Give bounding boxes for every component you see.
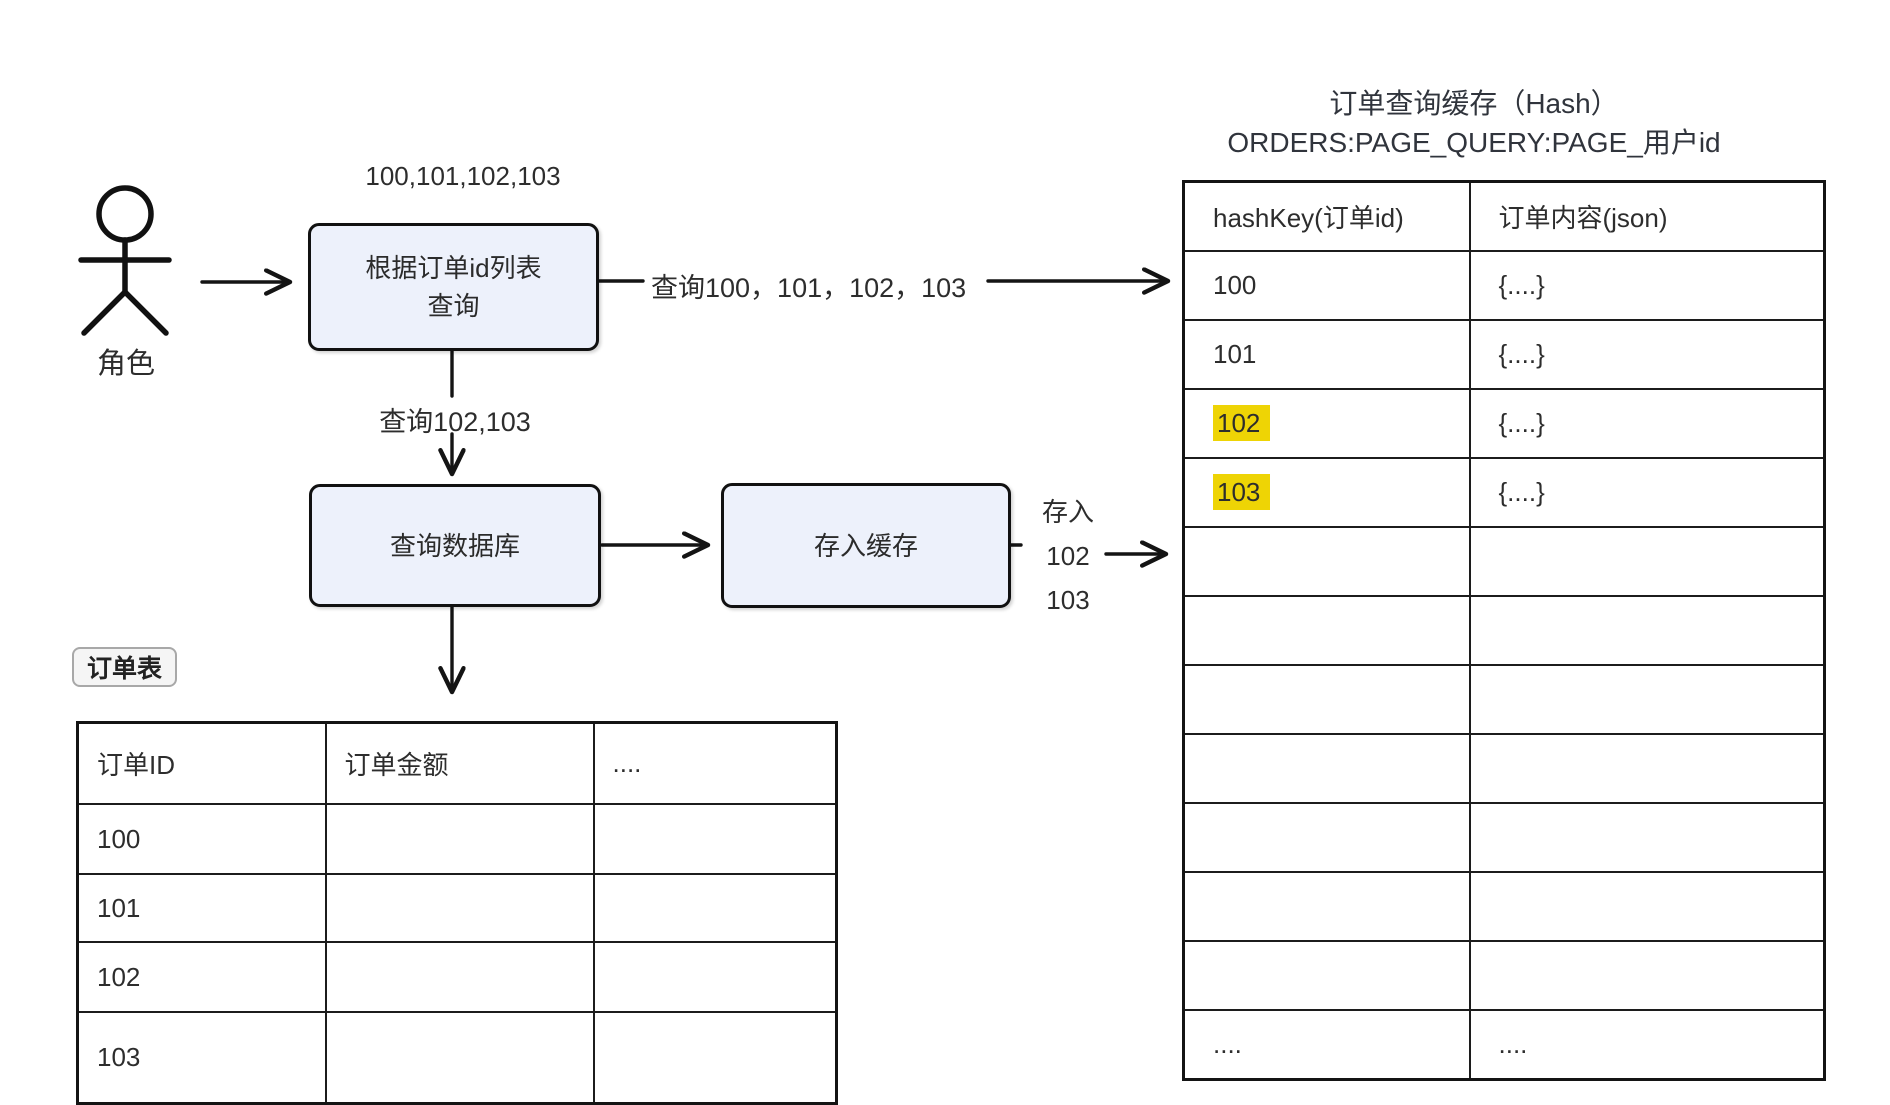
store-cache-box-label: 存入缓存 (813, 530, 918, 561)
query-database-box[interactable]: 查询数据库 (309, 484, 601, 607)
query-all-label: 查询100，101，102，103 (651, 273, 967, 303)
cache-value-cell (1468, 802, 1826, 873)
cache-table-row (1182, 595, 1826, 666)
actor-label: 角色 (96, 348, 155, 380)
highlighted-key: 103 (1213, 474, 1271, 510)
cache-table-row: 103 {....} (1182, 457, 1826, 528)
cache-key-cell (1182, 940, 1471, 1011)
cache-table-row (1182, 664, 1826, 735)
store-label-line3: 103 (1046, 585, 1090, 615)
cache-key-cell: .... (1182, 1009, 1471, 1081)
query-by-id-list-box-line2: 查询 (427, 291, 480, 321)
orders-header-amount: 订单金额 (324, 721, 595, 805)
orders-table-row: 101 (76, 873, 838, 943)
cache-header-value: 订单内容(json) (1468, 180, 1826, 252)
cache-table-row (1182, 802, 1826, 873)
cache-key-cell (1182, 595, 1471, 666)
orders-table-badge-label: 订单表 (87, 655, 163, 683)
ids-list-label: 100,101,102,103 (365, 161, 561, 191)
cache-value-cell (1468, 526, 1826, 597)
cache-value-cell (1468, 664, 1826, 735)
orders-amount-cell (324, 873, 595, 943)
orders-amount-cell (324, 941, 595, 1013)
highlighted-key: 102 (1213, 405, 1271, 441)
orders-table-row: 102 (76, 941, 838, 1013)
cache-table-row (1182, 871, 1826, 942)
cache-value-cell: .... (1468, 1009, 1826, 1081)
query-partial-label: 查询102,103 (379, 407, 531, 437)
cache-key-cell (1182, 526, 1471, 597)
cache-value-cell (1468, 595, 1826, 666)
cache-value-cell: {....} (1468, 319, 1826, 390)
cache-key-cell: 100 (1182, 250, 1471, 321)
cache-table: hashKey(订单id) 订单内容(json) 100{....}101{..… (1182, 180, 1826, 1081)
actor-icon (78, 185, 172, 336)
orders-table-badge: 订单表 (72, 647, 178, 687)
cache-table-body: 100{....}101{....}102{....}103{....}....… (1182, 250, 1826, 1081)
store-into-cache-label: 存入 102 103 (1013, 490, 1123, 622)
cache-key-cell (1182, 664, 1471, 735)
orders-id-cell: 102 (76, 941, 327, 1013)
cache-key-cell (1182, 733, 1471, 804)
store-cache-box[interactable]: 存入缓存 (721, 483, 1011, 608)
query-database-box-label: 查询数据库 (389, 530, 520, 561)
cache-table-row (1182, 733, 1826, 804)
orders-id-cell: 103 (76, 1011, 327, 1105)
store-label-line1: 存入 (1041, 497, 1094, 527)
cache-value-cell (1468, 871, 1826, 942)
cache-value-cell (1468, 733, 1826, 804)
orders-more-cell (592, 941, 838, 1013)
cache-key-cell: 101 (1182, 319, 1471, 390)
store-label-line2: 102 (1046, 541, 1090, 571)
orders-more-cell (592, 873, 838, 943)
cache-title-line2: ORDERS:PAGE_QUERY:PAGE_用户id (1227, 127, 1721, 158)
cache-table-row (1182, 526, 1826, 597)
cache-key-cell: 103 (1182, 457, 1471, 528)
cache-title-line1: 订单查询缓存（Hash） (1329, 88, 1619, 119)
cache-value-cell: {....} (1468, 388, 1826, 459)
cache-table-row: ........ (1182, 1009, 1826, 1081)
cache-key-cell (1182, 802, 1471, 873)
orders-header-id: 订单ID (76, 721, 327, 805)
orders-more-cell (592, 803, 838, 875)
orders-header-more: .... (592, 721, 838, 805)
cache-header-row: hashKey(订单id) 订单内容(json) (1182, 180, 1826, 252)
orders-table-row: 100 (76, 803, 838, 875)
cache-table-row: 101{....} (1182, 319, 1826, 390)
orders-amount-cell (324, 1011, 595, 1105)
orders-header-row: 订单ID 订单金额 .... (76, 721, 838, 805)
orders-more-cell (592, 1011, 838, 1105)
query-by-id-list-box[interactable]: 根据订单id列表 查询 (308, 223, 599, 351)
cache-table-row: 102 {....} (1182, 388, 1826, 459)
cache-header-key: hashKey(订单id) (1182, 180, 1471, 252)
cache-value-cell: {....} (1468, 457, 1826, 528)
orders-id-cell: 100 (76, 803, 327, 875)
cache-key-cell (1182, 871, 1471, 942)
cache-value-cell (1468, 940, 1826, 1011)
cache-table-row (1182, 940, 1826, 1011)
orders-table-row: 103 (76, 1011, 838, 1105)
orders-id-cell: 101 (76, 873, 327, 943)
cache-table-row: 100{....} (1182, 250, 1826, 321)
cache-key-cell: 102 (1182, 388, 1471, 459)
orders-amount-cell (324, 803, 595, 875)
cache-value-cell: {....} (1468, 250, 1826, 321)
query-by-id-list-box-line1: 根据订单id列表 (365, 253, 542, 283)
